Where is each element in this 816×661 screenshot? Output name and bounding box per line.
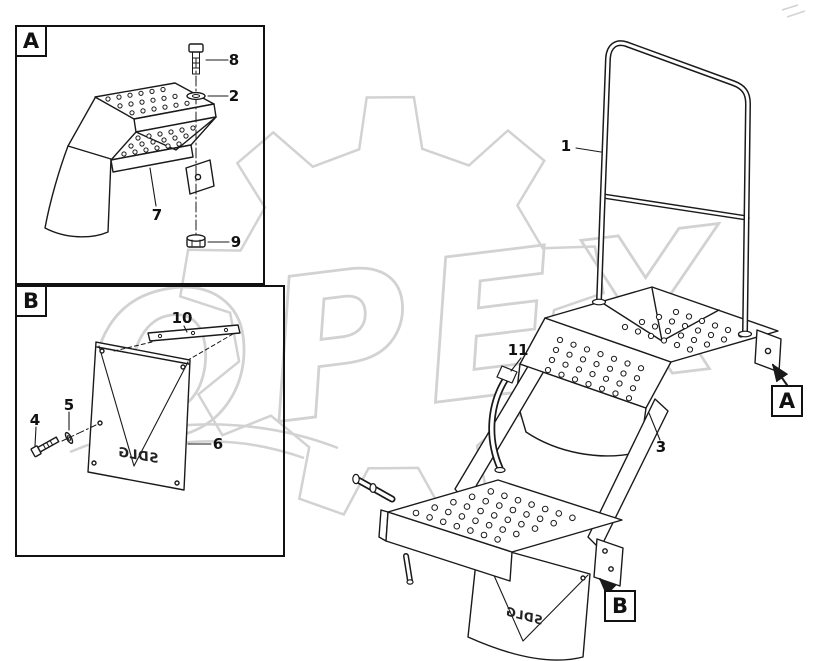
part-number-7: 7 <box>151 206 163 224</box>
handrail-drawing <box>591 40 753 338</box>
part-number-11: 11 <box>507 341 529 359</box>
lower-step-drawing <box>352 473 623 585</box>
part-number-5: 5 <box>63 396 75 414</box>
inset-a-label-box: A <box>15 25 47 57</box>
inset-b-label-box: B <box>15 285 47 317</box>
inset-a-hardware-drawing <box>149 43 230 248</box>
inset-a-step-drawing <box>44 82 217 238</box>
ref-b-box: B <box>604 590 636 622</box>
part-number-6: 6 <box>212 435 224 453</box>
inset-a-frame <box>15 25 265 285</box>
inset-b-frame <box>15 285 285 557</box>
part-number-1: 1 <box>560 137 572 155</box>
part-number-10: 10 <box>171 309 193 327</box>
part-number-2: 2 <box>228 87 240 105</box>
ref-a-box: A <box>771 385 803 417</box>
part-number-8: 8 <box>228 51 240 69</box>
main-assembly-drawing <box>352 40 789 661</box>
part-number-3: 3 <box>655 438 667 456</box>
part-number-9: 9 <box>230 233 242 251</box>
inset-b-flap-drawing <box>30 324 241 491</box>
part-number-4: 4 <box>29 411 41 429</box>
